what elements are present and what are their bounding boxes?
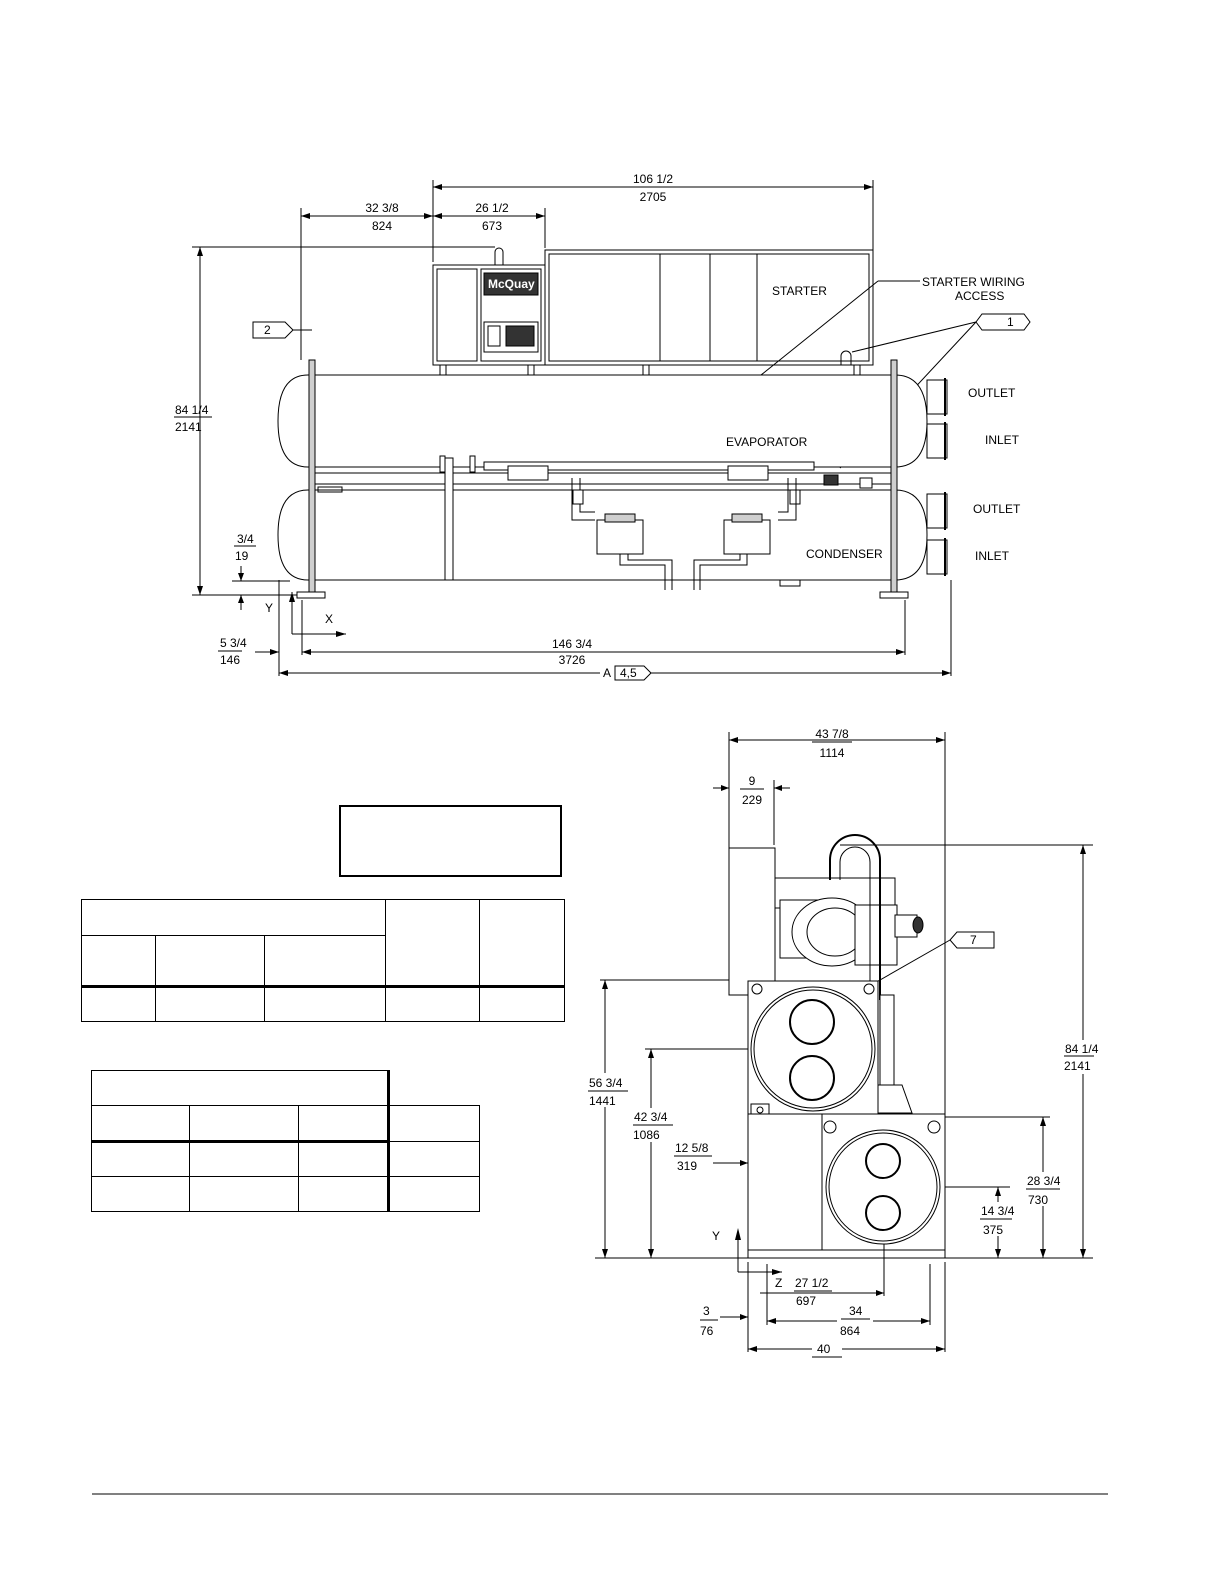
dim-left-small-mm: 76 — [700, 1324, 714, 1338]
table-row — [81, 984, 565, 1023]
dim-cond-center-in: 14 3/4 — [981, 1204, 1015, 1218]
dim-base-width-in: 34 — [849, 1304, 863, 1318]
wiring-label-2: ACCESS — [955, 289, 1004, 303]
dim-width-top-mm: 1114 — [820, 746, 845, 760]
evap-inlet-label: INLET — [985, 433, 1020, 447]
dim-height-right-mm: 2141 — [1064, 1059, 1091, 1073]
evaporator-label: EVAPORATOR — [726, 435, 808, 449]
dim-offset-top-in: 9 — [749, 774, 756, 788]
control-box-side — [728, 847, 776, 996]
cond-outlet-label: OUTLET — [973, 502, 1021, 516]
dim-base-width-mm: 864 — [840, 1324, 860, 1338]
dim-left-offset-in: 5 3/4 — [220, 636, 247, 650]
dim-overall-top-in: 106 1/2 — [633, 172, 673, 186]
dim-z-center-mm: 697 — [796, 1294, 816, 1308]
dim-control-width-mm: 673 — [482, 219, 502, 233]
strainer-left — [596, 519, 644, 555]
dim-a-label: A — [603, 666, 611, 680]
front-view: 106 1/2 2705 32 3/8 824 26 1/2 673 84 1/… — [174, 172, 1031, 681]
side-view: 43 7/8 1114 9 229 84 1/4 2141 56 3/4 144… — [585, 727, 1099, 1358]
dimension-table-2 — [90, 1070, 480, 1212]
dim-shell-length-mm: 3726 — [559, 653, 586, 667]
table1-header-cell — [479, 899, 565, 987]
side-axis-y: Y — [712, 1229, 720, 1243]
cond-inlet-label: INLET — [975, 549, 1010, 563]
evap-outlet-label: OUTLET — [968, 386, 1016, 400]
dim-cond-height-in: 28 3/4 — [1027, 1174, 1061, 1188]
side-axis-z: Z — [775, 1276, 782, 1290]
dim-cond-offset-in: 12 5/8 — [675, 1141, 709, 1155]
starter-label: STARTER — [772, 284, 827, 298]
dim-evap-center-in: 42 3/4 — [634, 1110, 668, 1124]
dim-left-small-in: 3 — [703, 1304, 710, 1318]
dim-offset-top-mm: 229 — [742, 793, 762, 807]
dim-panel-offset-mm: 824 — [372, 219, 392, 233]
dim-control-width-in: 26 1/2 — [475, 201, 509, 215]
dim-height-right-in: 84 1/4 — [1065, 1042, 1099, 1056]
left-tube-sheet — [308, 359, 316, 593]
dim-z-center-in: 27 1/2 — [795, 1276, 829, 1290]
dim-height-left-mm: 1441 — [589, 1094, 616, 1108]
table1-header-cell — [385, 899, 481, 987]
dimension-table-1 — [80, 898, 565, 1023]
dim-panel-offset-in: 32 3/8 — [365, 201, 399, 215]
mcquay-logo — [483, 272, 539, 296]
axis-y-label: Y — [265, 601, 273, 615]
dim-base-total: 40 — [817, 1342, 831, 1356]
table2-header-cell — [90, 1070, 391, 1106]
tag-45: 4,5 — [620, 666, 637, 680]
table-row — [90, 1176, 480, 1212]
evaporator-inlet-nozzle — [926, 423, 948, 459]
dim-foot-mm: 19 — [235, 549, 249, 563]
starter-cabinet — [544, 249, 874, 366]
dim-height-mm: 2141 — [175, 420, 202, 434]
right-tube-sheet — [890, 359, 898, 593]
axis-x-label: X — [325, 612, 333, 626]
evaporator-shell — [277, 374, 928, 468]
dim-height-in: 84 1/4 — [175, 403, 209, 417]
dim-shell-length-in: 146 3/4 — [552, 637, 592, 651]
evaporator-outlet-nozzle — [926, 379, 948, 415]
table1-subheader-cell — [81, 935, 156, 987]
table1-subheader-cell — [263, 935, 387, 987]
table-row — [90, 1140, 480, 1177]
tag-1: 1 — [1007, 315, 1014, 329]
keypad-display — [483, 321, 539, 353]
dim-width-top-in: 43 7/8 — [815, 727, 849, 741]
tag-7: 7 — [970, 933, 977, 947]
condenser-inlet-nozzle — [926, 539, 948, 575]
condenser-label: CONDENSER — [806, 547, 883, 561]
tag-2: 2 — [264, 323, 271, 337]
condenser-outlet-nozzle — [926, 493, 948, 529]
dim-cond-offset-mm: 319 — [677, 1159, 697, 1173]
strainer-right — [723, 519, 771, 555]
dim-foot-in: 3/4 — [237, 532, 254, 546]
dim-overall-top-mm: 2705 — [640, 190, 667, 204]
dim-cond-center-mm: 375 — [983, 1223, 1003, 1237]
logo-text: McQuay — [488, 277, 535, 291]
dim-cond-height-mm: 730 — [1028, 1193, 1048, 1207]
table1-header-cell — [80, 898, 387, 937]
dim-height-left-in: 56 3/4 — [589, 1076, 623, 1090]
dim-left-offset-mm: 146 — [220, 653, 240, 667]
note-box — [339, 805, 562, 877]
dim-evap-center-mm: 1086 — [633, 1128, 660, 1142]
refrigerant-piping — [439, 455, 873, 590]
table1-subheader-cell — [154, 935, 265, 987]
wiring-label-1: STARTER WIRING — [922, 275, 1025, 289]
